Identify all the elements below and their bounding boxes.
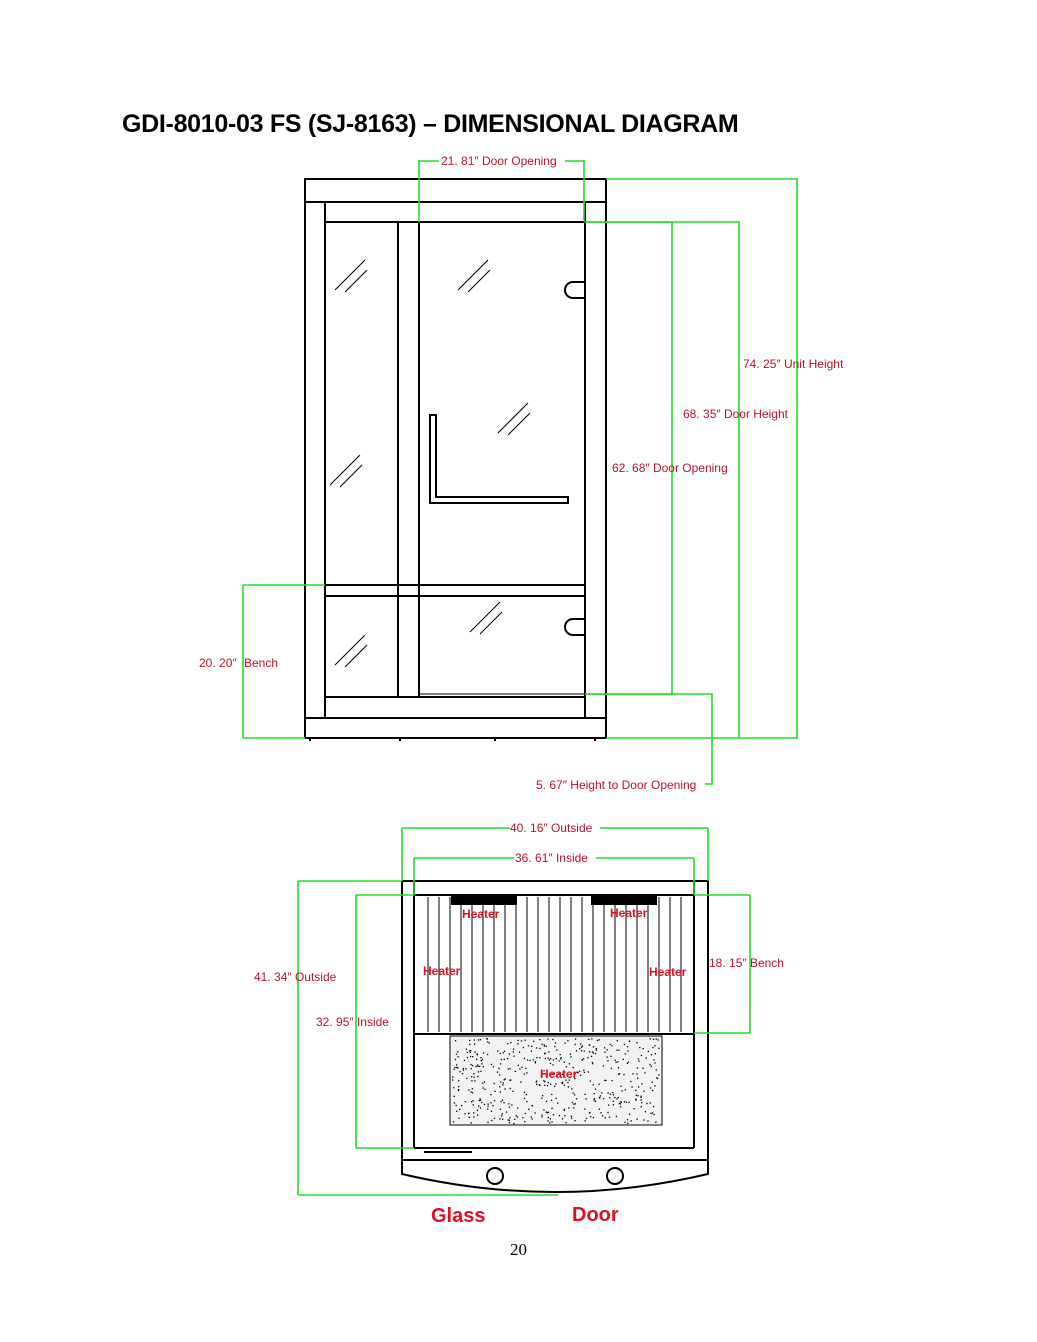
door-opening-height-label: 62. 68″ Door Opening [612, 461, 728, 475]
heater-label-side-left: Heater [423, 964, 461, 978]
heater-label-back-right: Heater [610, 906, 648, 920]
outside-width-label: 40. 16″ Outside [510, 821, 593, 835]
inside-depth-label: 32. 95″ Inside [316, 1015, 389, 1029]
page-title: GDI-8010-03 FS (SJ-8163) – DIMENSIONAL D… [122, 110, 739, 138]
door-opening-width-label: 21. 81″ Door Opening [441, 154, 557, 168]
bench-height-value: 20. 20″ [199, 656, 237, 670]
heater-label-floor: Heater [540, 1067, 578, 1081]
bench-depth-label: 18. 15″ Bench [709, 956, 784, 970]
door-height-label: 68. 35″ Door Height [683, 407, 789, 421]
heater-label-back-left: Heater [462, 907, 500, 921]
floor-heater-texture [452, 1038, 660, 1125]
height-to-door-opening-label: 5. 67″ Height to Door Opening [536, 778, 696, 792]
unit-height-label: 74. 25″ Unit Height [743, 357, 844, 371]
glass-marks [329, 259, 531, 668]
front-view [242, 160, 798, 785]
inside-width-label: 36. 61″ Inside [515, 851, 588, 865]
bench-slats [427, 897, 682, 1032]
top-view [297, 827, 751, 1196]
bench-height-label: Bench [244, 656, 278, 670]
door-label: Door [572, 1204, 619, 1226]
page-number: 20 [510, 1240, 527, 1259]
glass-label: Glass [431, 1205, 485, 1227]
heater-label-side-right: Heater [649, 965, 687, 979]
outside-depth-label: 41. 34″ Outside [254, 970, 337, 984]
